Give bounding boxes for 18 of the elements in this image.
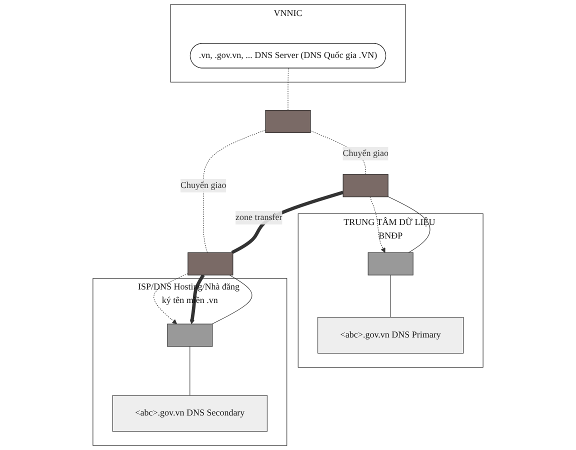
node-box: <abc>.gov.vn DNS Secondary bbox=[112, 395, 268, 432]
edge-label: Chuyển giao bbox=[180, 180, 226, 190]
edge-label: Chuyển giao bbox=[342, 148, 388, 158]
node-bar bbox=[167, 324, 213, 347]
connector bbox=[231, 190, 344, 254]
connector bbox=[388, 196, 430, 253]
connector bbox=[288, 68, 289, 111]
node-box: <abc>.gov.vn DNS Primary bbox=[318, 316, 464, 354]
edge-label: zone transfer bbox=[236, 212, 282, 222]
node-firewall bbox=[342, 174, 388, 198]
connector bbox=[212, 274, 252, 324]
node-firewall bbox=[265, 110, 311, 134]
connector bbox=[390, 274, 391, 318]
node-bar bbox=[368, 252, 414, 276]
node-firewall bbox=[188, 252, 234, 276]
connector bbox=[203, 130, 266, 253]
arrow bbox=[154, 273, 188, 324]
arrow bbox=[370, 196, 386, 253]
